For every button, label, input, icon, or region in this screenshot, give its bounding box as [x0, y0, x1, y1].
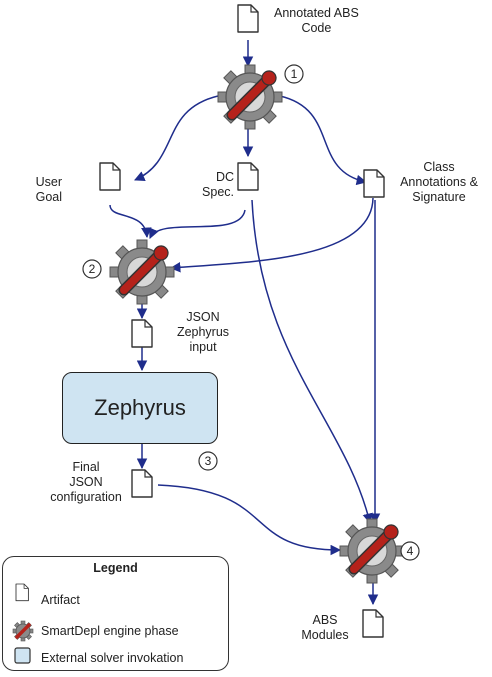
phase1-gear-icon: [218, 65, 282, 129]
legend-title: Legend: [93, 561, 138, 575]
json-zephyrus-input-document-icon: [131, 319, 153, 348]
phase4-gear-icon: [340, 519, 404, 583]
phase2-number: 2: [89, 262, 96, 276]
user-goal-document-icon: [99, 162, 121, 191]
arrow-dc-spec-to-phase4: [251, 199, 373, 525]
phase4-number: 4: [407, 544, 414, 558]
abs-modules-document-icon: [362, 609, 384, 638]
phase2-gear-icon: [110, 240, 174, 304]
arrow-phase1-to-user-goal: [134, 95, 219, 181]
legend-item-external-solver: External solver invokation: [41, 651, 184, 665]
arrow-final-to-phase4: [157, 484, 342, 556]
phase1-number: 1: [291, 67, 298, 81]
arrow-class-to-phase2: [169, 197, 374, 273]
arrow-dc-spec-to-phase2: [148, 209, 246, 239]
zephyrus-solver-box: Zephyrus: [62, 372, 218, 444]
zephyrus-label: Zephyrus: [94, 395, 186, 420]
legend: Legend Artifact SmartDepl engine phase E…: [2, 556, 229, 671]
legend-solver-swatch: [14, 647, 31, 664]
phase3-number: 3: [205, 454, 212, 468]
legend-item-engine-phase: SmartDepl engine phase: [41, 624, 179, 638]
legend-item-artifact: Artifact: [41, 593, 80, 607]
arrow-user-goal-to-phase2: [109, 204, 152, 239]
dc-spec-document-icon: [237, 162, 259, 191]
annotated-abs-code-document-icon: [237, 4, 259, 33]
arrow-phase1-to-class-annotations: [279, 95, 368, 186]
class-annotations-document-icon: [363, 169, 385, 198]
